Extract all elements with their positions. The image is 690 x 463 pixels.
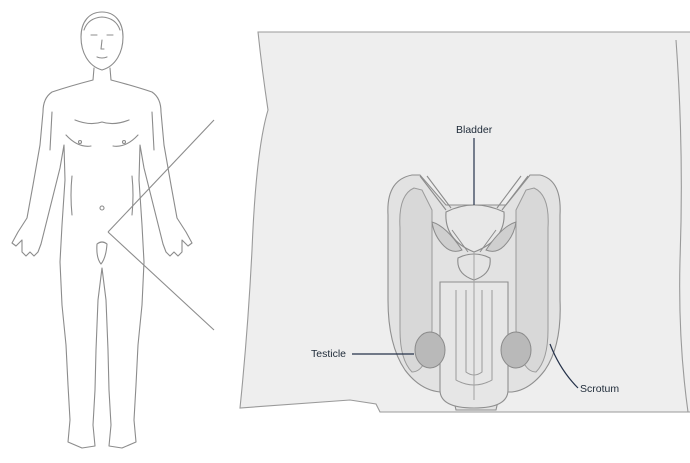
magnified-panel (240, 32, 690, 412)
testicle-label: Testicle (311, 348, 346, 360)
scrotum-label: Scrotum (580, 383, 619, 395)
left-testicle (415, 332, 445, 368)
body-silhouette (12, 68, 192, 448)
bladder-label: Bladder (456, 124, 492, 136)
face-features (91, 35, 113, 58)
body-outline-figure (12, 12, 192, 448)
zoom-wedge (108, 120, 214, 330)
right-testicle (501, 332, 531, 368)
